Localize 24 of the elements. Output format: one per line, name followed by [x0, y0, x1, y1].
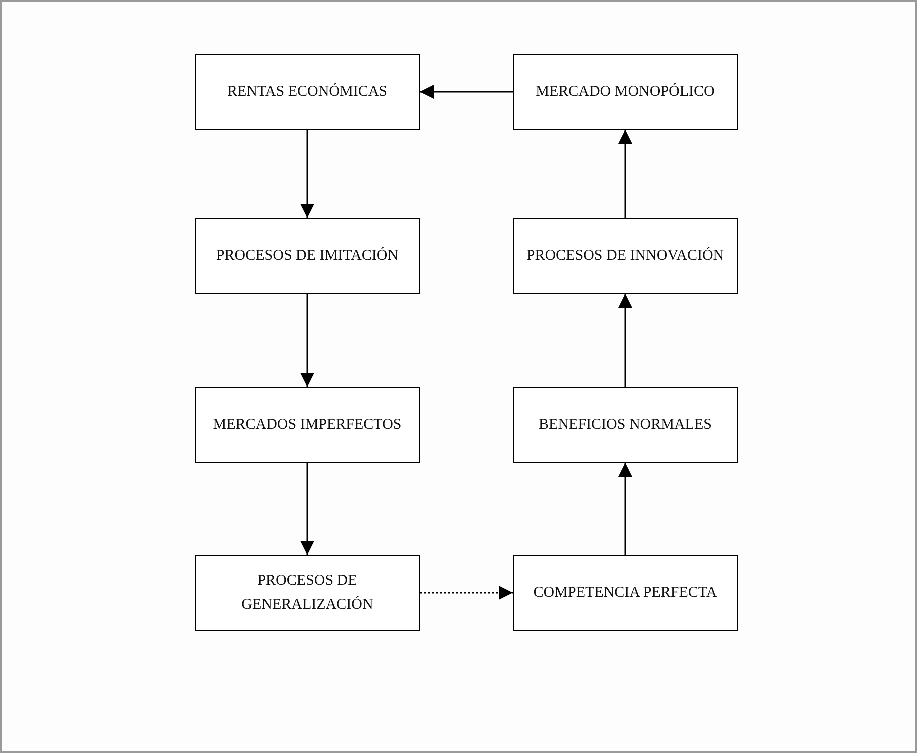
process-box	[195, 555, 420, 631]
arrow	[300, 130, 314, 218]
arrow	[618, 130, 632, 218]
box-label: PROCESOS DE IMITACIÓN	[215, 246, 400, 266]
arrow	[300, 294, 314, 387]
dotted-arrow	[420, 586, 513, 600]
box-label: RENTAS ECONÓMICAS	[226, 82, 389, 102]
arrow	[300, 463, 314, 555]
process-box	[513, 218, 738, 294]
process-box	[195, 387, 420, 463]
box-label: COMPETENCIA PERFECTA	[532, 584, 718, 603]
process-box	[513, 54, 738, 130]
arrow	[420, 85, 513, 99]
box-label: MERCADOS IMPERFECTOS	[212, 416, 403, 435]
box-label: PROCESOS DE GENERALIZACIÓN	[240, 572, 374, 615]
box-label: PROCESOS DE INNOVACIÓN	[526, 246, 726, 266]
box-label: MERCADO MONOPÓLICO	[535, 82, 716, 102]
process-box	[513, 387, 738, 463]
process-box	[195, 54, 420, 130]
arrow	[618, 294, 632, 387]
process-box	[513, 555, 738, 631]
arrow	[618, 463, 632, 555]
process-box	[195, 218, 420, 294]
box-label: BENEFICIOS NORMALES	[538, 416, 713, 435]
